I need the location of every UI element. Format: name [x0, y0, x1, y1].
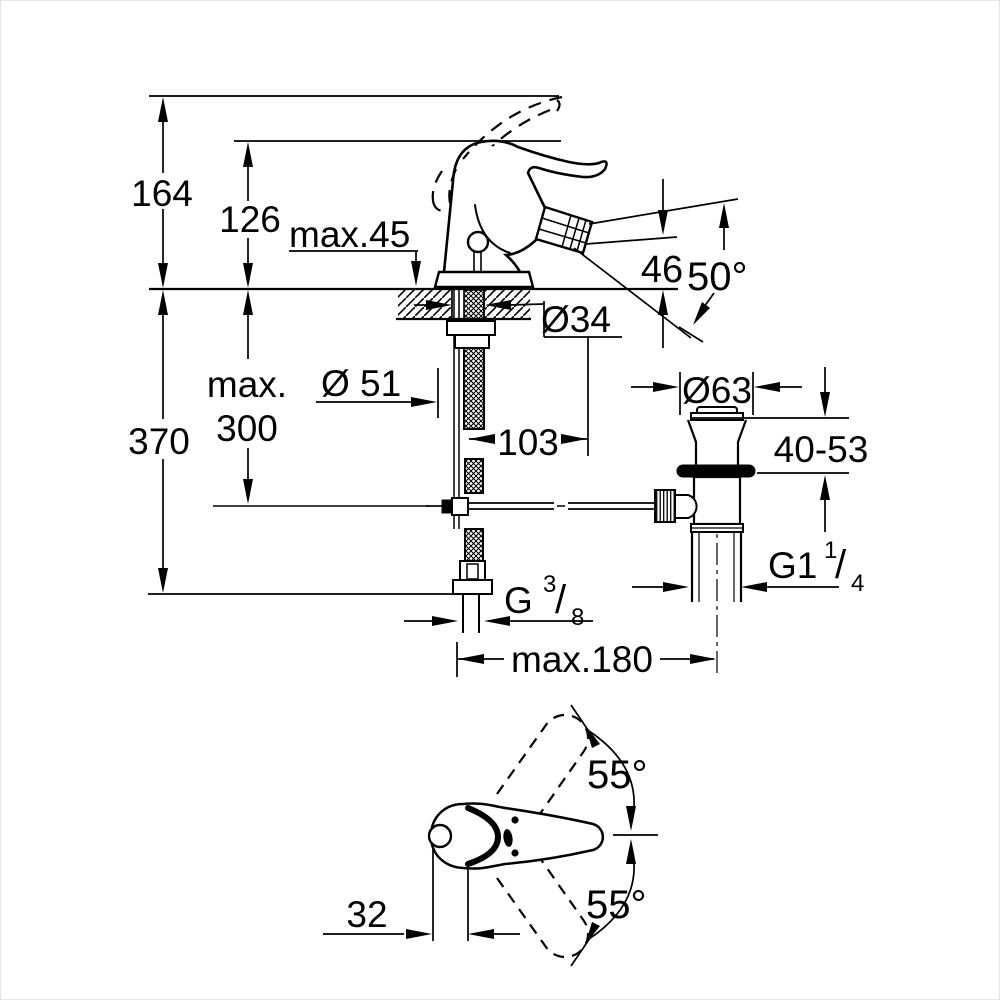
dim-max300-value: 300: [216, 408, 278, 449]
drain-seal: [676, 464, 756, 478]
dim-164-label: 164: [131, 173, 193, 214]
dim-max180-label: max.180: [511, 639, 653, 680]
dim-max45-label: max.45: [289, 214, 410, 255]
dim-50deg: 50°: [573, 198, 748, 343]
dim-max300: max. 300: [207, 290, 287, 504]
dim-55-top-label: 55°: [587, 753, 648, 797]
dim-g-three-eighths-label: G 3 / 8: [504, 571, 584, 631]
drain-knob: [654, 489, 676, 523]
dim-370-label: 370: [128, 421, 190, 462]
top-view-slot: [503, 829, 513, 847]
drain-assembly: [654, 406, 756, 675]
dim-max45: max.45: [289, 214, 421, 286]
top-view-dot-lower: [511, 849, 519, 857]
dim-g1-quarter-label: G1 1 / 4: [768, 537, 864, 597]
top-view-crescent: [465, 805, 502, 867]
top-view: 55° 55° 32: [323, 704, 658, 967]
handle-swivel-dashed: [496, 713, 590, 959]
dim-55-bottom: 55°: [570, 839, 647, 967]
dim-32: 32: [323, 847, 520, 941]
dim-126: 126: [219, 142, 281, 288]
body-fill: [444, 145, 543, 271]
dim-40-53-label: 40-53: [774, 429, 869, 470]
dim-55-bottom-label: 55°: [586, 883, 647, 927]
popup-knob: [466, 230, 490, 284]
top-view-body: [429, 802, 605, 870]
dim-o34: Ø34: [414, 299, 622, 456]
dim-40-53: 40-53: [691, 367, 868, 532]
dim-g-three-eighths: G 3 / 8: [404, 571, 593, 631]
dim-o63-label: Ø63: [682, 370, 752, 411]
dim-370: 370: [128, 290, 190, 593]
dim-46: 46: [585, 179, 683, 348]
spray-outlet: [534, 205, 594, 255]
dim-164: 164: [131, 97, 193, 288]
dim-46-label: 46: [641, 249, 683, 291]
base-escutcheon: [433, 270, 535, 289]
dim-g1-quarter: G1 1 / 4: [632, 537, 864, 597]
top-view-knob: [427, 823, 453, 849]
dim-o34-label: Ø34: [541, 299, 611, 340]
dim-126-label: 126: [219, 199, 281, 240]
dim-o51-label: Ø 51: [321, 363, 401, 404]
dim-50deg-label: 50°: [687, 255, 748, 299]
dim-o63: Ø63: [631, 370, 802, 415]
shank-and-hoses: [213, 289, 655, 633]
reference-lines: [148, 95, 561, 595]
dim-max180: max.180: [456, 639, 716, 680]
top-view-dot-upper: [511, 816, 519, 824]
front-view: [149, 95, 678, 633]
dim-103: 103: [469, 422, 587, 463]
dim-103-label: 103: [497, 422, 559, 463]
dim-max300-word: max.: [207, 364, 287, 405]
dim-o51: Ø 51: [316, 363, 439, 418]
dim-32-label: 32: [346, 894, 387, 935]
dim-55-top: 55°: [570, 704, 648, 831]
